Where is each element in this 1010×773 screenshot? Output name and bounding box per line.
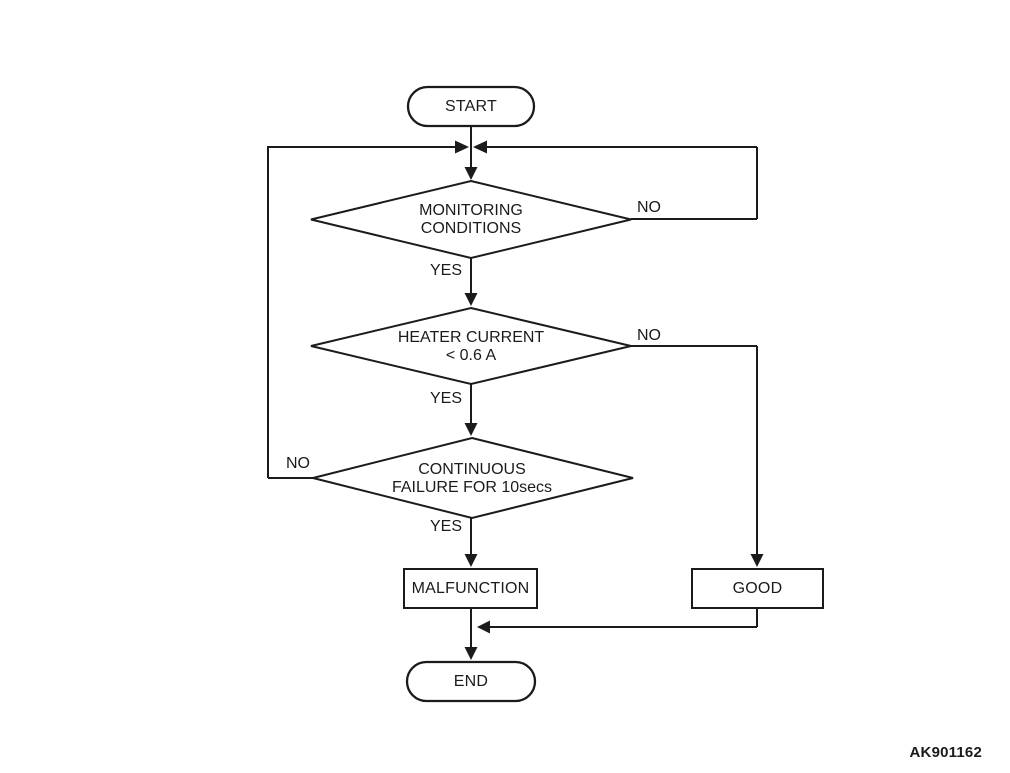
arrowhead-into-continuous (464, 423, 478, 436)
good-node-label: GOOD (732, 579, 783, 597)
continuous-failure-line1: CONTINUOUS (418, 461, 526, 478)
malfunction-node-label: MALFUNCTION (411, 579, 530, 597)
start-node-label: START (445, 97, 497, 115)
continuous-failure-diamond (312, 436, 634, 520)
monitoring-conditions-line1: MONITORING (419, 202, 523, 219)
end-terminal-shape (405, 660, 537, 703)
figure-code: AK901162 (909, 744, 982, 761)
continuous-no-label: NO (286, 455, 310, 472)
heater-yes-label: YES (429, 390, 462, 407)
heater-current-diamond (310, 306, 632, 386)
arrowhead-into-monitoring (464, 167, 478, 180)
continuous-yes-label: YES (429, 518, 462, 535)
monitoring-conditions-diamond (310, 179, 632, 260)
end-node-label: END (453, 672, 489, 690)
good-box-shape (691, 568, 824, 609)
arrowhead-good-join (477, 620, 490, 634)
arrowhead-into-end (464, 647, 478, 660)
arrowhead-into-heater (464, 293, 478, 306)
arrowhead-merge-from-right (473, 140, 487, 154)
continuous-failure-label: CONTINUOUS FAILURE FOR 10secs (322, 461, 622, 496)
heater-current-label: HEATER CURRENT < 0.6 A (321, 329, 621, 364)
heater-no-label: NO (637, 327, 661, 344)
heater-current-line1: HEATER CURRENT (397, 329, 545, 346)
heater-current-line2: < 0.6 A (445, 346, 497, 364)
arrowhead-into-good (750, 554, 764, 567)
monitoring-yes-label: YES (429, 262, 462, 279)
monitoring-no-label: NO (637, 199, 661, 216)
arrowhead-into-malfunction (464, 554, 478, 567)
malfunction-box-shape (403, 568, 538, 609)
monitoring-conditions-label: MONITORING CONDITIONS (321, 202, 621, 237)
arrowhead-merge-from-left (455, 140, 469, 154)
monitoring-conditions-line2: CONDITIONS (420, 219, 522, 237)
continuous-failure-line2: FAILURE FOR 10secs (391, 478, 553, 496)
start-terminal-shape (406, 85, 536, 128)
